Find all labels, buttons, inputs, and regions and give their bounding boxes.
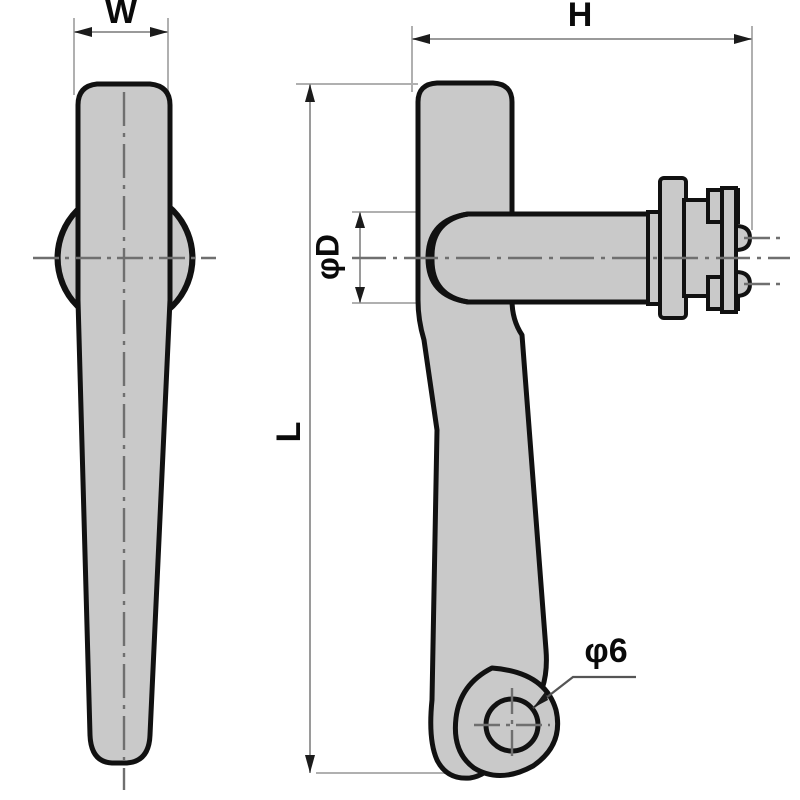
l-arrow-top [305,84,315,102]
front-view: W [33,0,216,790]
side-view: H L φD [270,0,790,781]
l-arrow-bottom [305,755,315,773]
phid-arrow-top [355,212,365,228]
dimension-label-w: W [105,0,138,31]
h-arrow-left [412,34,430,44]
dimension-label-phi-6: φ6 [584,632,627,670]
dimension-label-phi-d: φD [309,234,345,280]
h-arrow-right [734,34,752,44]
w-arrow-right [150,27,168,37]
dimension-label-l: L [270,422,308,443]
dimension-label-h: H [568,0,593,34]
phid-arrow-bottom [355,287,365,303]
phi6-leader-arrow [533,692,548,708]
w-arrow-left [74,27,92,37]
screw-shank-face [720,186,738,314]
